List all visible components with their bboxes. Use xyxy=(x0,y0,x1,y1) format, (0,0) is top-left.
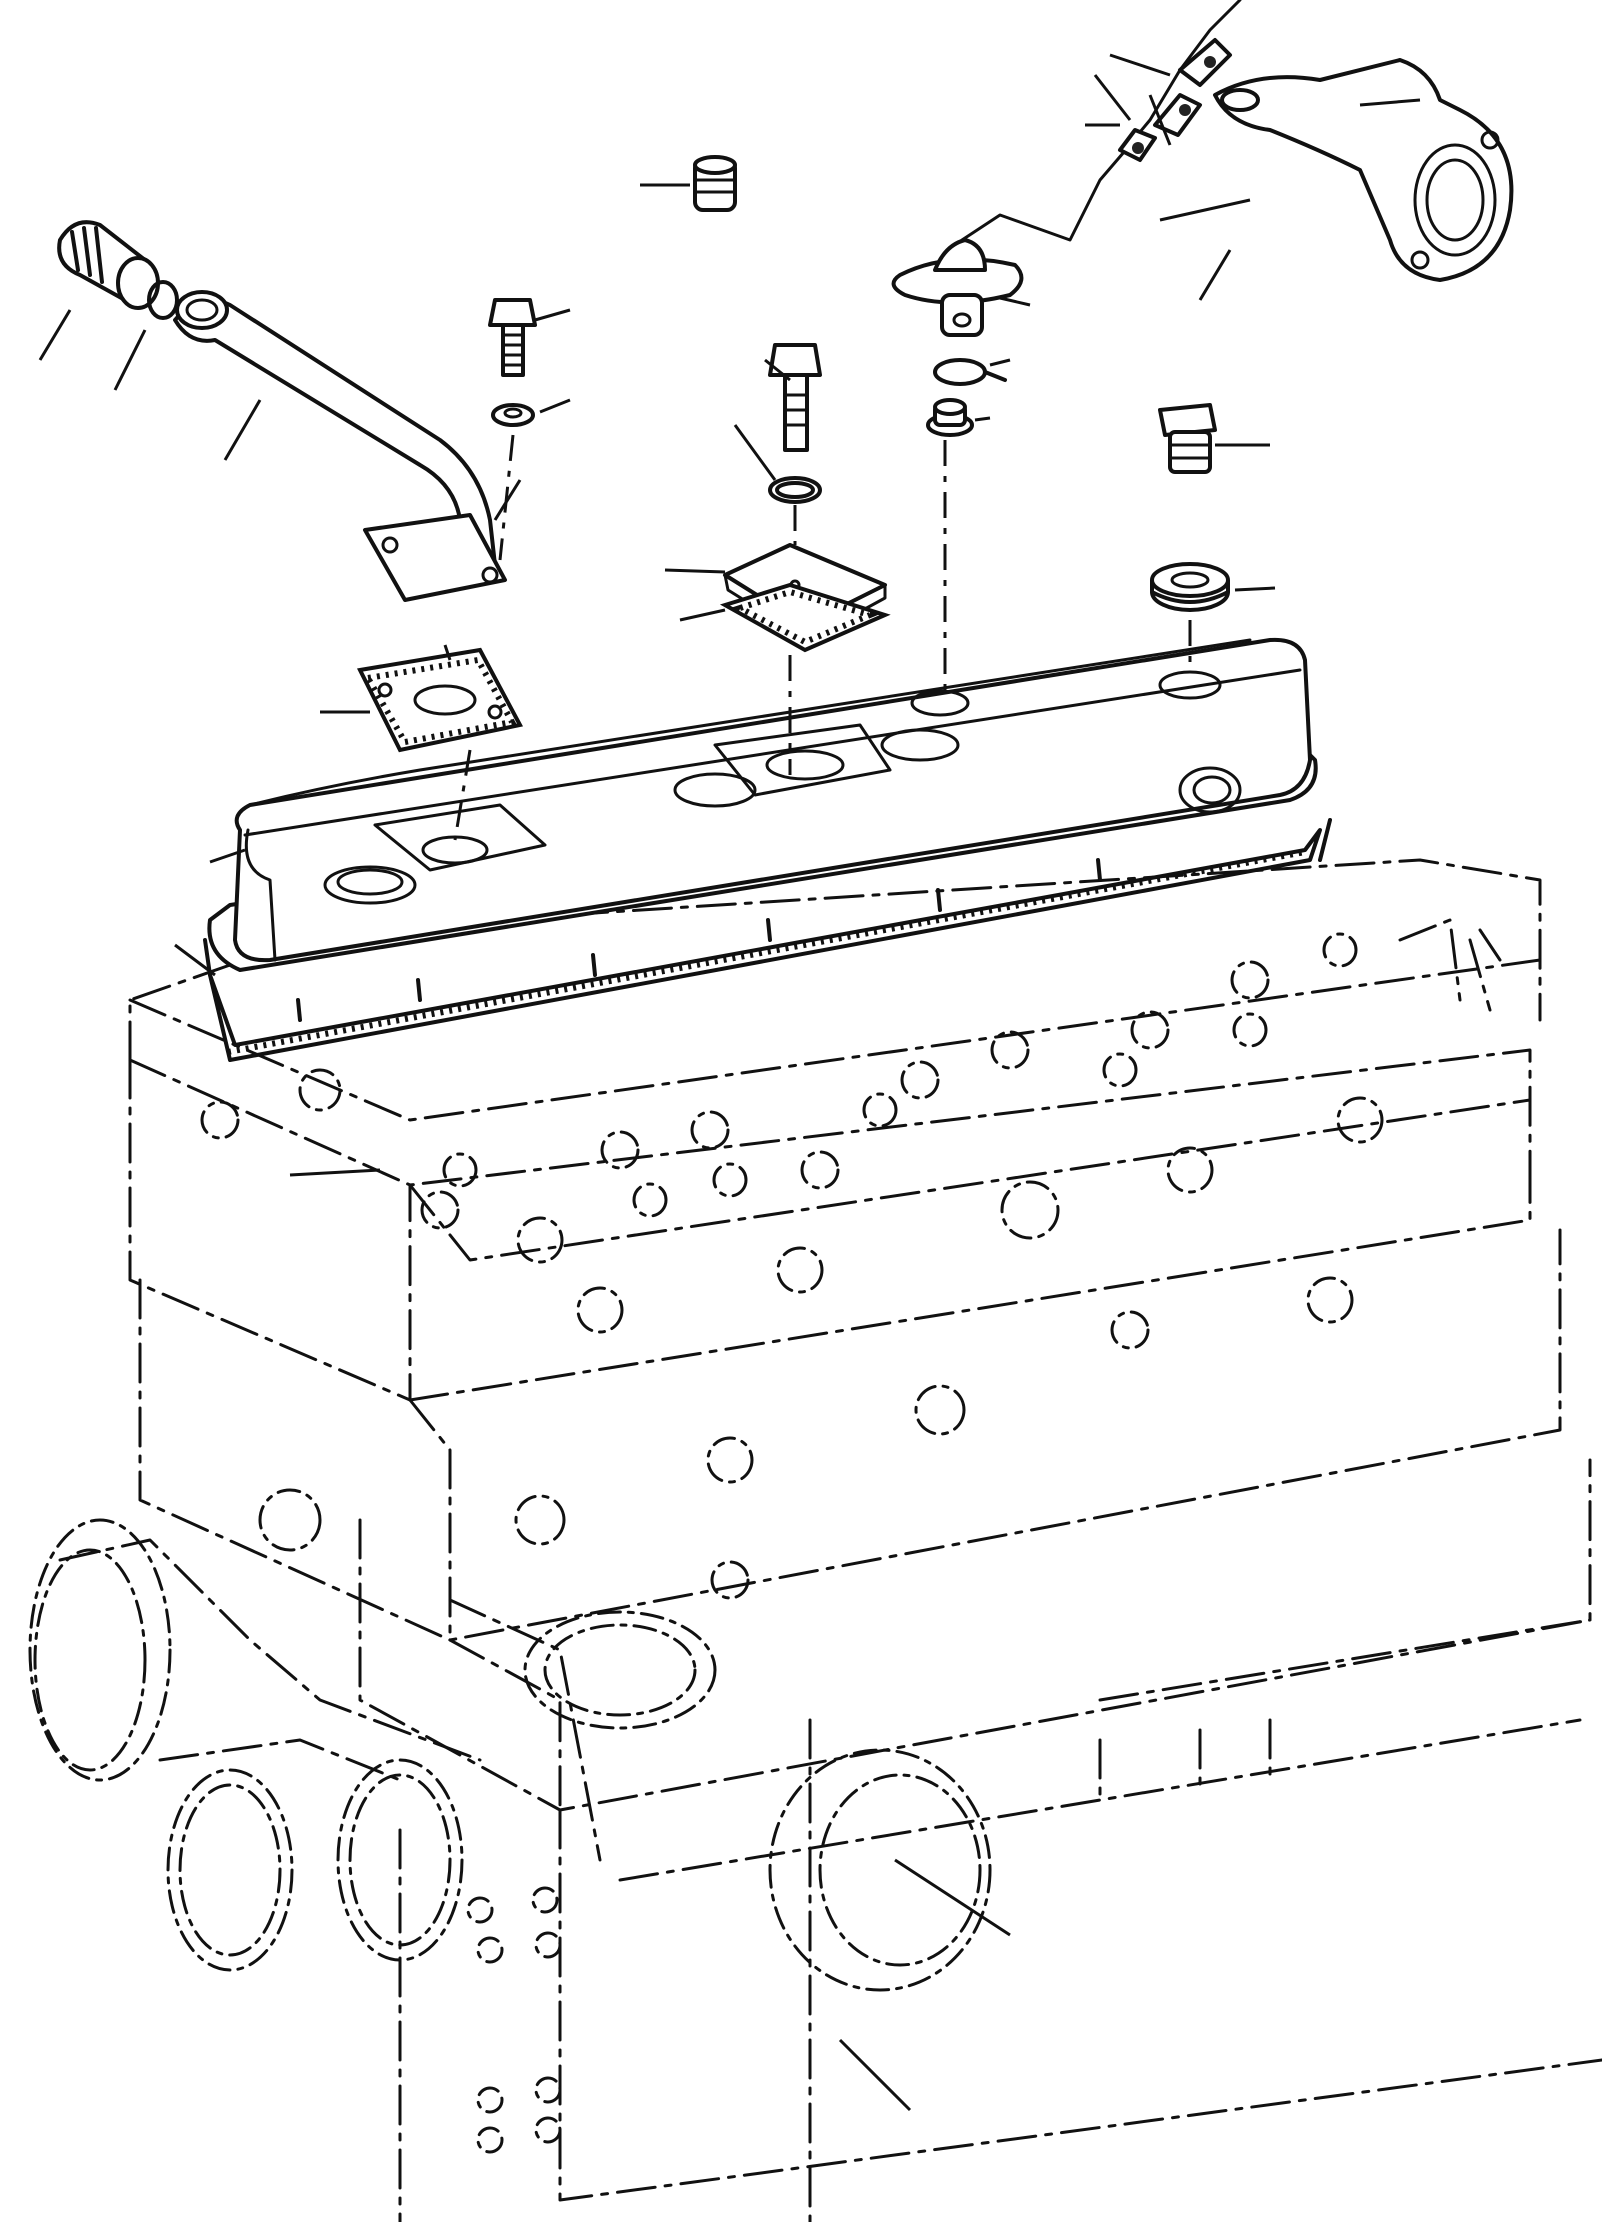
cylinder-head xyxy=(408,1098,1532,1262)
water-outlet-elbow xyxy=(1159,58,1514,301)
valve-cover xyxy=(174,637,1318,1022)
center-washer xyxy=(733,424,822,504)
engine-callout-leaders xyxy=(289,1168,1011,2112)
sensor-bushing xyxy=(926,398,991,437)
plug xyxy=(640,155,737,212)
sensor-wire xyxy=(960,0,1242,242)
tube-flange-gasket xyxy=(320,644,524,753)
drain-plug xyxy=(1158,403,1270,474)
tube-flange-bolt xyxy=(488,298,571,377)
seal-ring xyxy=(113,280,179,391)
plug-seal xyxy=(1150,562,1276,612)
bolt-washer xyxy=(491,398,571,427)
cover-plate-gasket xyxy=(679,582,891,653)
breather-tube xyxy=(173,290,522,602)
sensor-clip xyxy=(933,358,1011,386)
center-bolt xyxy=(764,343,822,452)
temperature-sensor-housing xyxy=(891,238,1031,337)
engine-block xyxy=(28,858,1602,2222)
